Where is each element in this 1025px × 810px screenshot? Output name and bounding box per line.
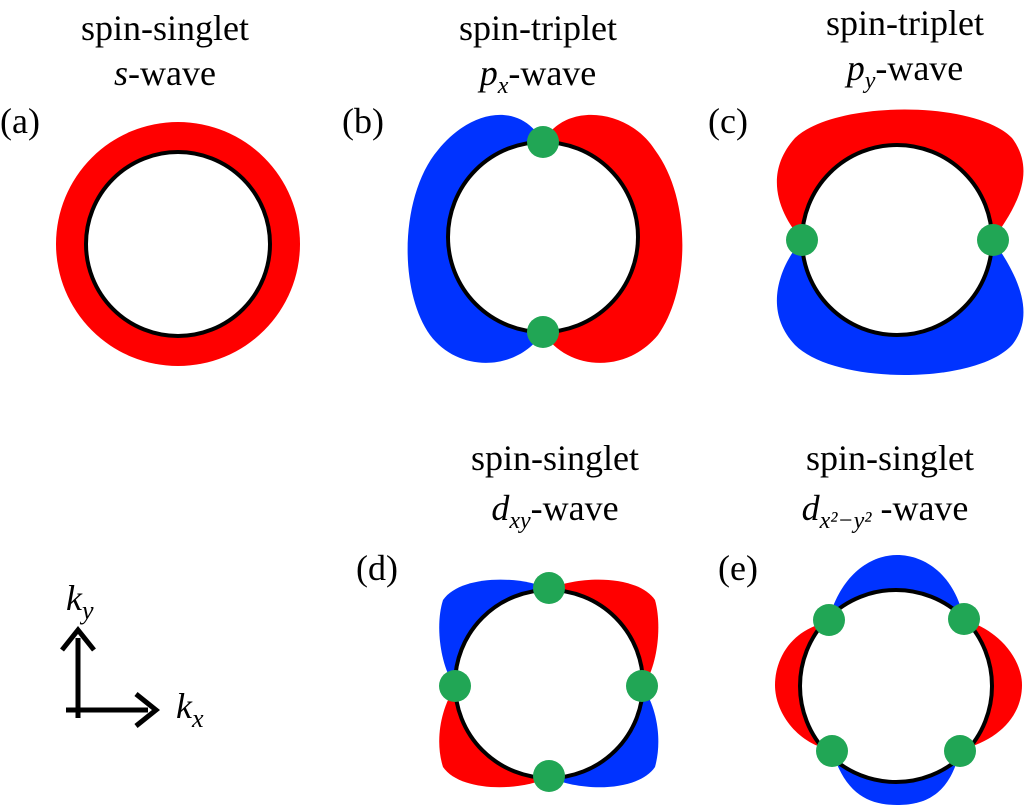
panel-e: spin-singlet dx²−y² -wave (e) [718, 438, 1022, 805]
panel-c-wave-label: py-wave [844, 48, 964, 94]
fermi-surface-b [446, 140, 640, 334]
panel-e-label: (e) [718, 548, 758, 588]
panel-d: spin-singlet dxy-wave (d) [356, 438, 659, 792]
panel-a-spin-label: spin-singlet [81, 8, 249, 48]
gap-node [977, 224, 1009, 256]
panel-b: spin-triplet px-wave (b) [342, 8, 683, 363]
gap-node [533, 572, 565, 604]
panel-d-label: (d) [356, 548, 398, 588]
gap-node [948, 603, 980, 635]
ky-label: ky [66, 578, 94, 625]
panel-a: spin-singlet s-wave (a) [0, 8, 300, 366]
kx-label: kx [176, 686, 204, 733]
ky-arrowhead-icon [60, 625, 96, 652]
gap-node [533, 760, 565, 792]
fermi-surface-a [84, 150, 272, 338]
panel-a-label: (a) [0, 101, 40, 141]
gap-node [439, 670, 471, 702]
fermi-surface-e [798, 588, 994, 784]
panel-e-spin-label: spin-singlet [806, 438, 974, 478]
panel-d-wave-label: dxy-wave [491, 488, 618, 534]
kx-arrowhead-icon [134, 692, 161, 728]
gap-node [816, 735, 848, 767]
fermi-surface-c [800, 143, 994, 337]
momentum-axes: kx ky [60, 578, 204, 733]
gap-node [626, 670, 658, 702]
fermi-surface-d [453, 588, 645, 780]
gap-node [813, 604, 845, 636]
panel-b-label: (b) [342, 101, 384, 141]
panel-b-spin-label: spin-triplet [459, 8, 617, 48]
panel-c-spin-label: spin-triplet [826, 3, 984, 43]
gap-node [527, 316, 559, 348]
panel-c-label: (c) [708, 101, 748, 141]
gap-node [944, 735, 976, 767]
gap-node [786, 224, 818, 256]
panel-b-wave-label: px-wave [477, 53, 597, 99]
panel-c: spin-triplet py-wave (c) [708, 3, 1024, 375]
gap-node [527, 126, 559, 158]
panel-d-spin-label: spin-singlet [471, 438, 639, 478]
panel-e-wave-label: dx²−y² -wave [802, 488, 969, 534]
panel-a-wave-label: s-wave [114, 53, 216, 93]
